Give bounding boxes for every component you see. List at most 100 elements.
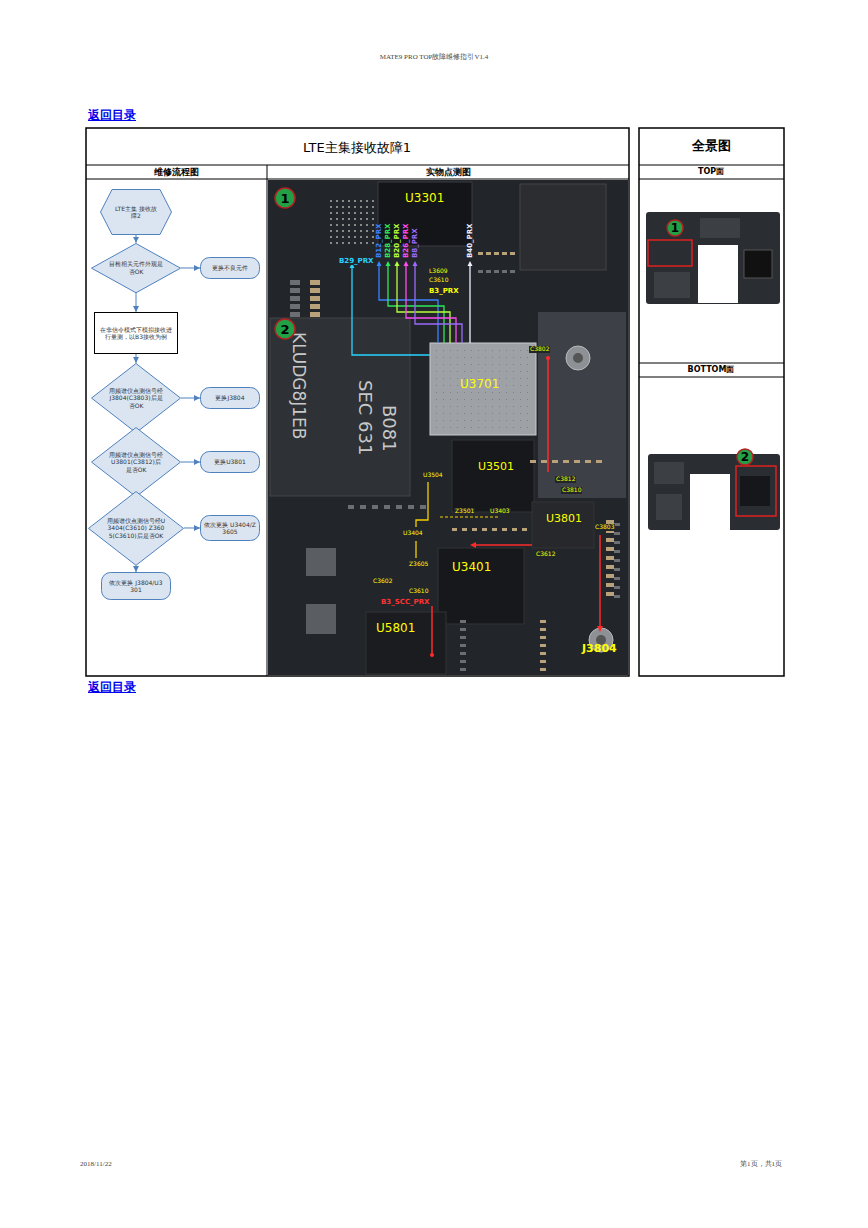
component-label: Z3501 [454,508,475,515]
smd-part [499,350,500,351]
smd-part [360,206,362,208]
smd-part [485,364,486,365]
smd-part [450,371,451,372]
smd-part [443,378,444,379]
smd-part [443,350,444,351]
smd-part [510,270,515,273]
smd-part [540,644,546,647]
smd-part [330,230,332,232]
smd-part [527,399,528,400]
smd-part [330,218,332,220]
smd-part [464,420,465,421]
smd-part [499,406,500,407]
smd-part [436,420,437,421]
smd-part [520,427,521,428]
smd-part [457,399,458,400]
page-footer: 2018/11/22 [80,1160,112,1168]
smd-part [366,224,368,226]
smd-part [372,505,378,509]
smd-part [506,392,507,393]
signal-label: B12_PRX [375,224,383,259]
smd-part [366,212,368,214]
smd-part [513,399,514,400]
smd-part [443,357,444,358]
smd-part [366,218,368,220]
hexagon-shape [101,190,172,235]
smd-part [330,212,332,214]
smd-part [460,636,466,639]
smd-part [606,592,614,596]
smd-part [478,413,479,414]
node-text-box: 2 [280,323,289,336]
smd-part [540,620,546,623]
smd-part [506,371,507,372]
signal-wire [474,544,532,546]
smd-part [486,252,491,255]
column-header: 实物点测图 [426,167,471,177]
smd-part [290,304,300,309]
smd-part [520,357,521,358]
smd-part [596,460,602,463]
smd-part [520,378,521,379]
smd-part [614,532,620,535]
smd-part [614,568,620,571]
decision-diamond: 目检相关元件外观是否OK [91,243,181,293]
smd-part [485,420,486,421]
chip [366,612,446,674]
smd-part [614,559,620,562]
smd-part [457,406,458,407]
smd-part [614,541,620,544]
smd-part [348,242,350,244]
smd-part [478,364,479,365]
smd-part [384,505,390,509]
smd-part [527,357,528,358]
smd-part [436,399,437,400]
node-text: 用频谱仪点测信号经U3404(C3610) Z3605(C3610)后是否OK [106,517,166,540]
smd-part [443,406,444,407]
smd-part [492,357,493,358]
smd-part [471,420,472,421]
smd-part [372,224,374,226]
node-text: 目检相关元件外观是否OK [109,260,163,275]
highlight-box [648,240,692,266]
table-rule [86,179,629,180]
smd-part [540,660,546,663]
smd-part [372,200,374,202]
table-rule [639,179,784,180]
component-label: C3610 [408,588,429,595]
smd-part [457,378,458,379]
smd-part [606,538,614,542]
smd-part [502,270,507,273]
smd-part [520,406,521,407]
metal-frame [538,312,626,498]
action-box: 更换不良元件 [200,257,260,279]
smd-part [372,230,374,232]
process-box: 在非信令模式下模拟接收进行量测，以B3接收为例 [94,312,178,354]
board-cutout [690,474,730,530]
chip-label: U3801 [546,513,582,526]
smd-part [336,236,338,238]
smd-part [443,420,444,421]
smd-part [330,242,332,244]
circle-shape [275,188,295,208]
node-text-box: 依次更换 J3804/U3301 [108,579,164,594]
smd-part [360,218,362,220]
smd-part [513,378,514,379]
smd-part [342,206,344,208]
smd-part [354,218,356,220]
flow-arrow [181,397,200,398]
smd-part [478,427,479,428]
smd-part [520,392,521,393]
column-header: 全景图 [692,139,731,154]
node-text-box: 用频谱仪点测信号经U3404(C3610) Z3605(C3610)后是否OK [106,517,166,540]
smd-part [460,620,466,623]
smd-part [372,206,374,208]
smd-part [330,200,332,202]
smd-part [499,371,500,372]
smd-part [541,460,547,463]
table-title: LTE主集接收故障1 [303,139,411,157]
smd-part [436,378,437,379]
chip [654,272,690,298]
node-text-box: 目检相关元件外观是否OK [109,260,163,275]
node-text: 用频谱仪点测信号经U3801(C3812)后是否OK [109,451,163,474]
